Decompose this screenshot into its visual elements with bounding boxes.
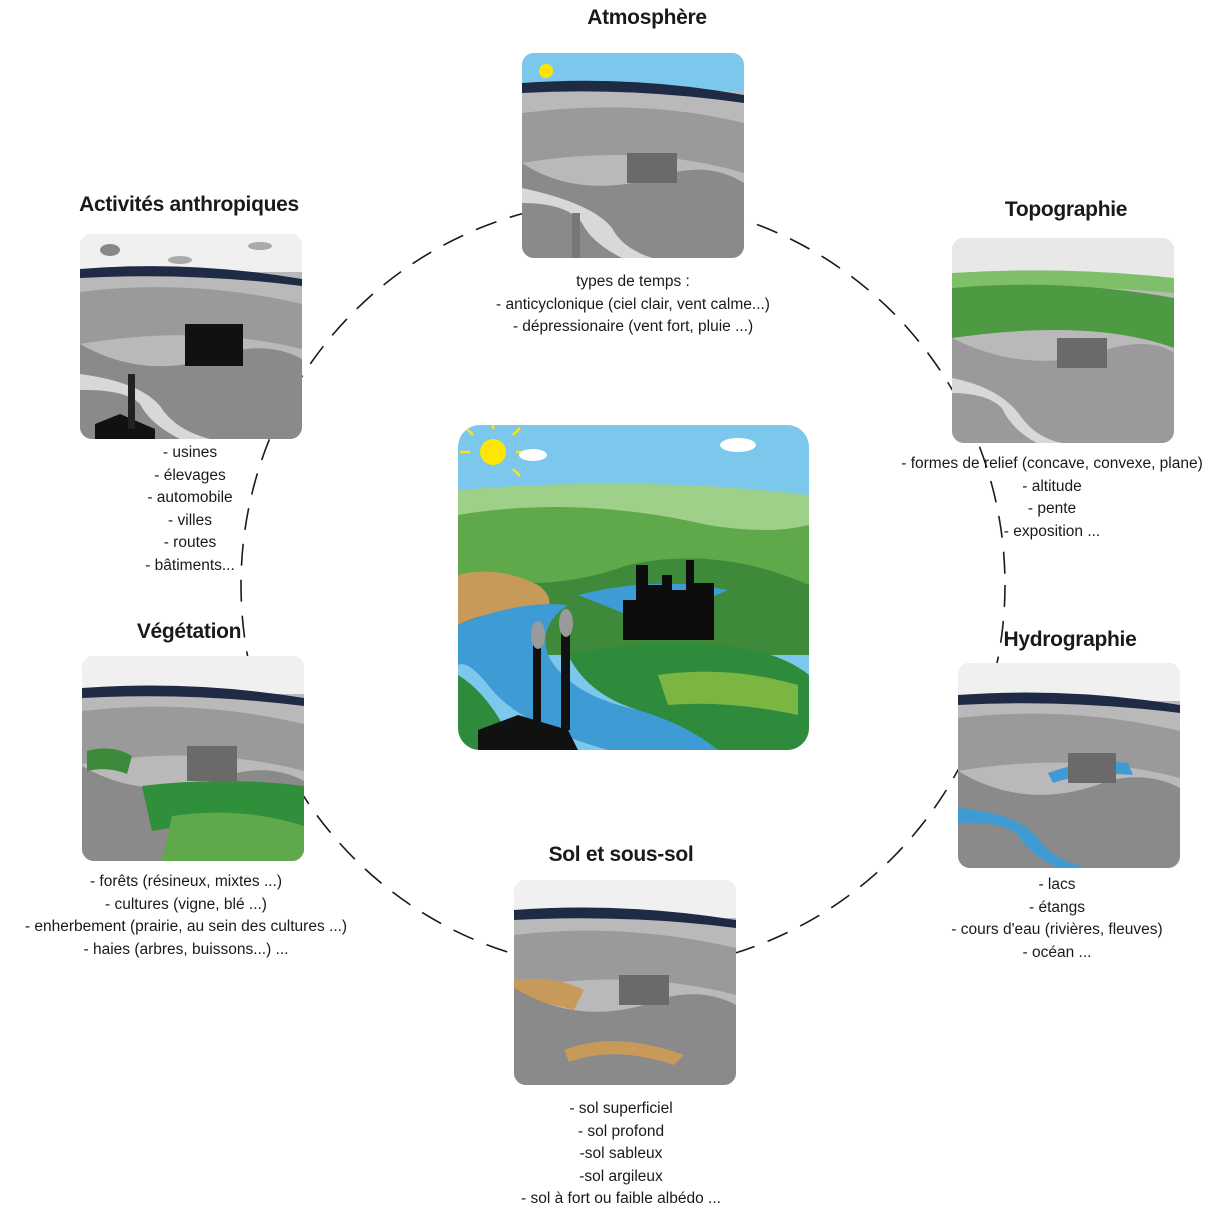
- title-topographie: Topographie: [1004, 198, 1128, 221]
- title-atmosphere: Atmosphère: [587, 6, 707, 29]
- center-landscape: [458, 425, 809, 750]
- factory-icon: [478, 609, 578, 750]
- caption-line: - haies (arbres, buissons...) ...: [83, 940, 289, 958]
- caption-line: - sol à fort ou faible albédo ...: [521, 1190, 721, 1207]
- thumb-vegetation: [82, 656, 304, 861]
- title-vegetation: Végétation: [136, 620, 242, 643]
- caption-line: - exposition ...: [1003, 522, 1101, 540]
- caption-line: - sol profond: [577, 1122, 665, 1140]
- caption-vegetation: - forêts (résineux, mixtes ...) - cultur…: [25, 871, 347, 961]
- caption-line: - automobile: [147, 489, 233, 506]
- caption-line: - élevages: [154, 466, 226, 484]
- caption-line: - cultures (vigne, blé ...): [105, 895, 267, 913]
- caption-line: - usines: [162, 444, 218, 461]
- sun-icon: [539, 64, 553, 78]
- thumb-sol: [514, 880, 736, 1085]
- caption-sol: - sol superficiel - sol profond -sol sab…: [521, 1098, 721, 1211]
- caption-line: types de temps :: [576, 273, 690, 290]
- caption-line: - étangs: [1028, 898, 1085, 916]
- caption-hydrographie: - lacs - étangs - cours d'eau (rivières,…: [951, 874, 1162, 964]
- title-hydrographie: Hydrographie: [1003, 628, 1137, 651]
- caption-line: - pente: [1027, 500, 1077, 517]
- caption-line: - formes de relief (concave, convexe, pl…: [901, 455, 1203, 472]
- caption-line: - cours d'eau (rivières, fleuves): [951, 921, 1163, 938]
- caption-line: - bâtiments...: [145, 556, 235, 574]
- caption-line: - océan ...: [1022, 943, 1092, 961]
- caption-line: - anticyclonique (ciel clair, vent calme…: [496, 295, 770, 313]
- title-activites: Activités anthropiques: [79, 193, 299, 216]
- caption-line: - villes: [168, 511, 212, 529]
- caption-line: - forêts (résineux, mixtes ...): [89, 873, 283, 890]
- title-sol: Sol et sous-sol: [548, 843, 694, 866]
- caption-line: - enherbement (prairie, au sein des cult…: [24, 918, 348, 935]
- thumb-topographie: [952, 238, 1174, 443]
- thumb-atmosphere: [522, 53, 744, 258]
- caption-line: - altitude: [1022, 477, 1082, 495]
- caption-line: - sol superficiel: [569, 1100, 673, 1117]
- thumb-activites: [80, 234, 302, 439]
- caption-line: - routes: [163, 534, 217, 551]
- caption-line: -sol sableux: [579, 1145, 663, 1162]
- caption-atmosphere: types de temps : - anticyclonique (ciel …: [496, 271, 770, 339]
- caption-line: - lacs: [1038, 876, 1076, 893]
- caption-activites: - usines - élevages - automobile - ville…: [145, 442, 235, 577]
- caption-line: -sol argileux: [579, 1167, 663, 1185]
- caption-line: - dépressionaire (vent fort, pluie ...): [512, 318, 754, 335]
- caption-topographie: - formes de relief (concave, convexe, pl…: [901, 453, 1203, 543]
- sun-icon: [460, 425, 526, 477]
- city-skyline-icon: [623, 560, 714, 640]
- thumb-hydrographie: [958, 663, 1180, 868]
